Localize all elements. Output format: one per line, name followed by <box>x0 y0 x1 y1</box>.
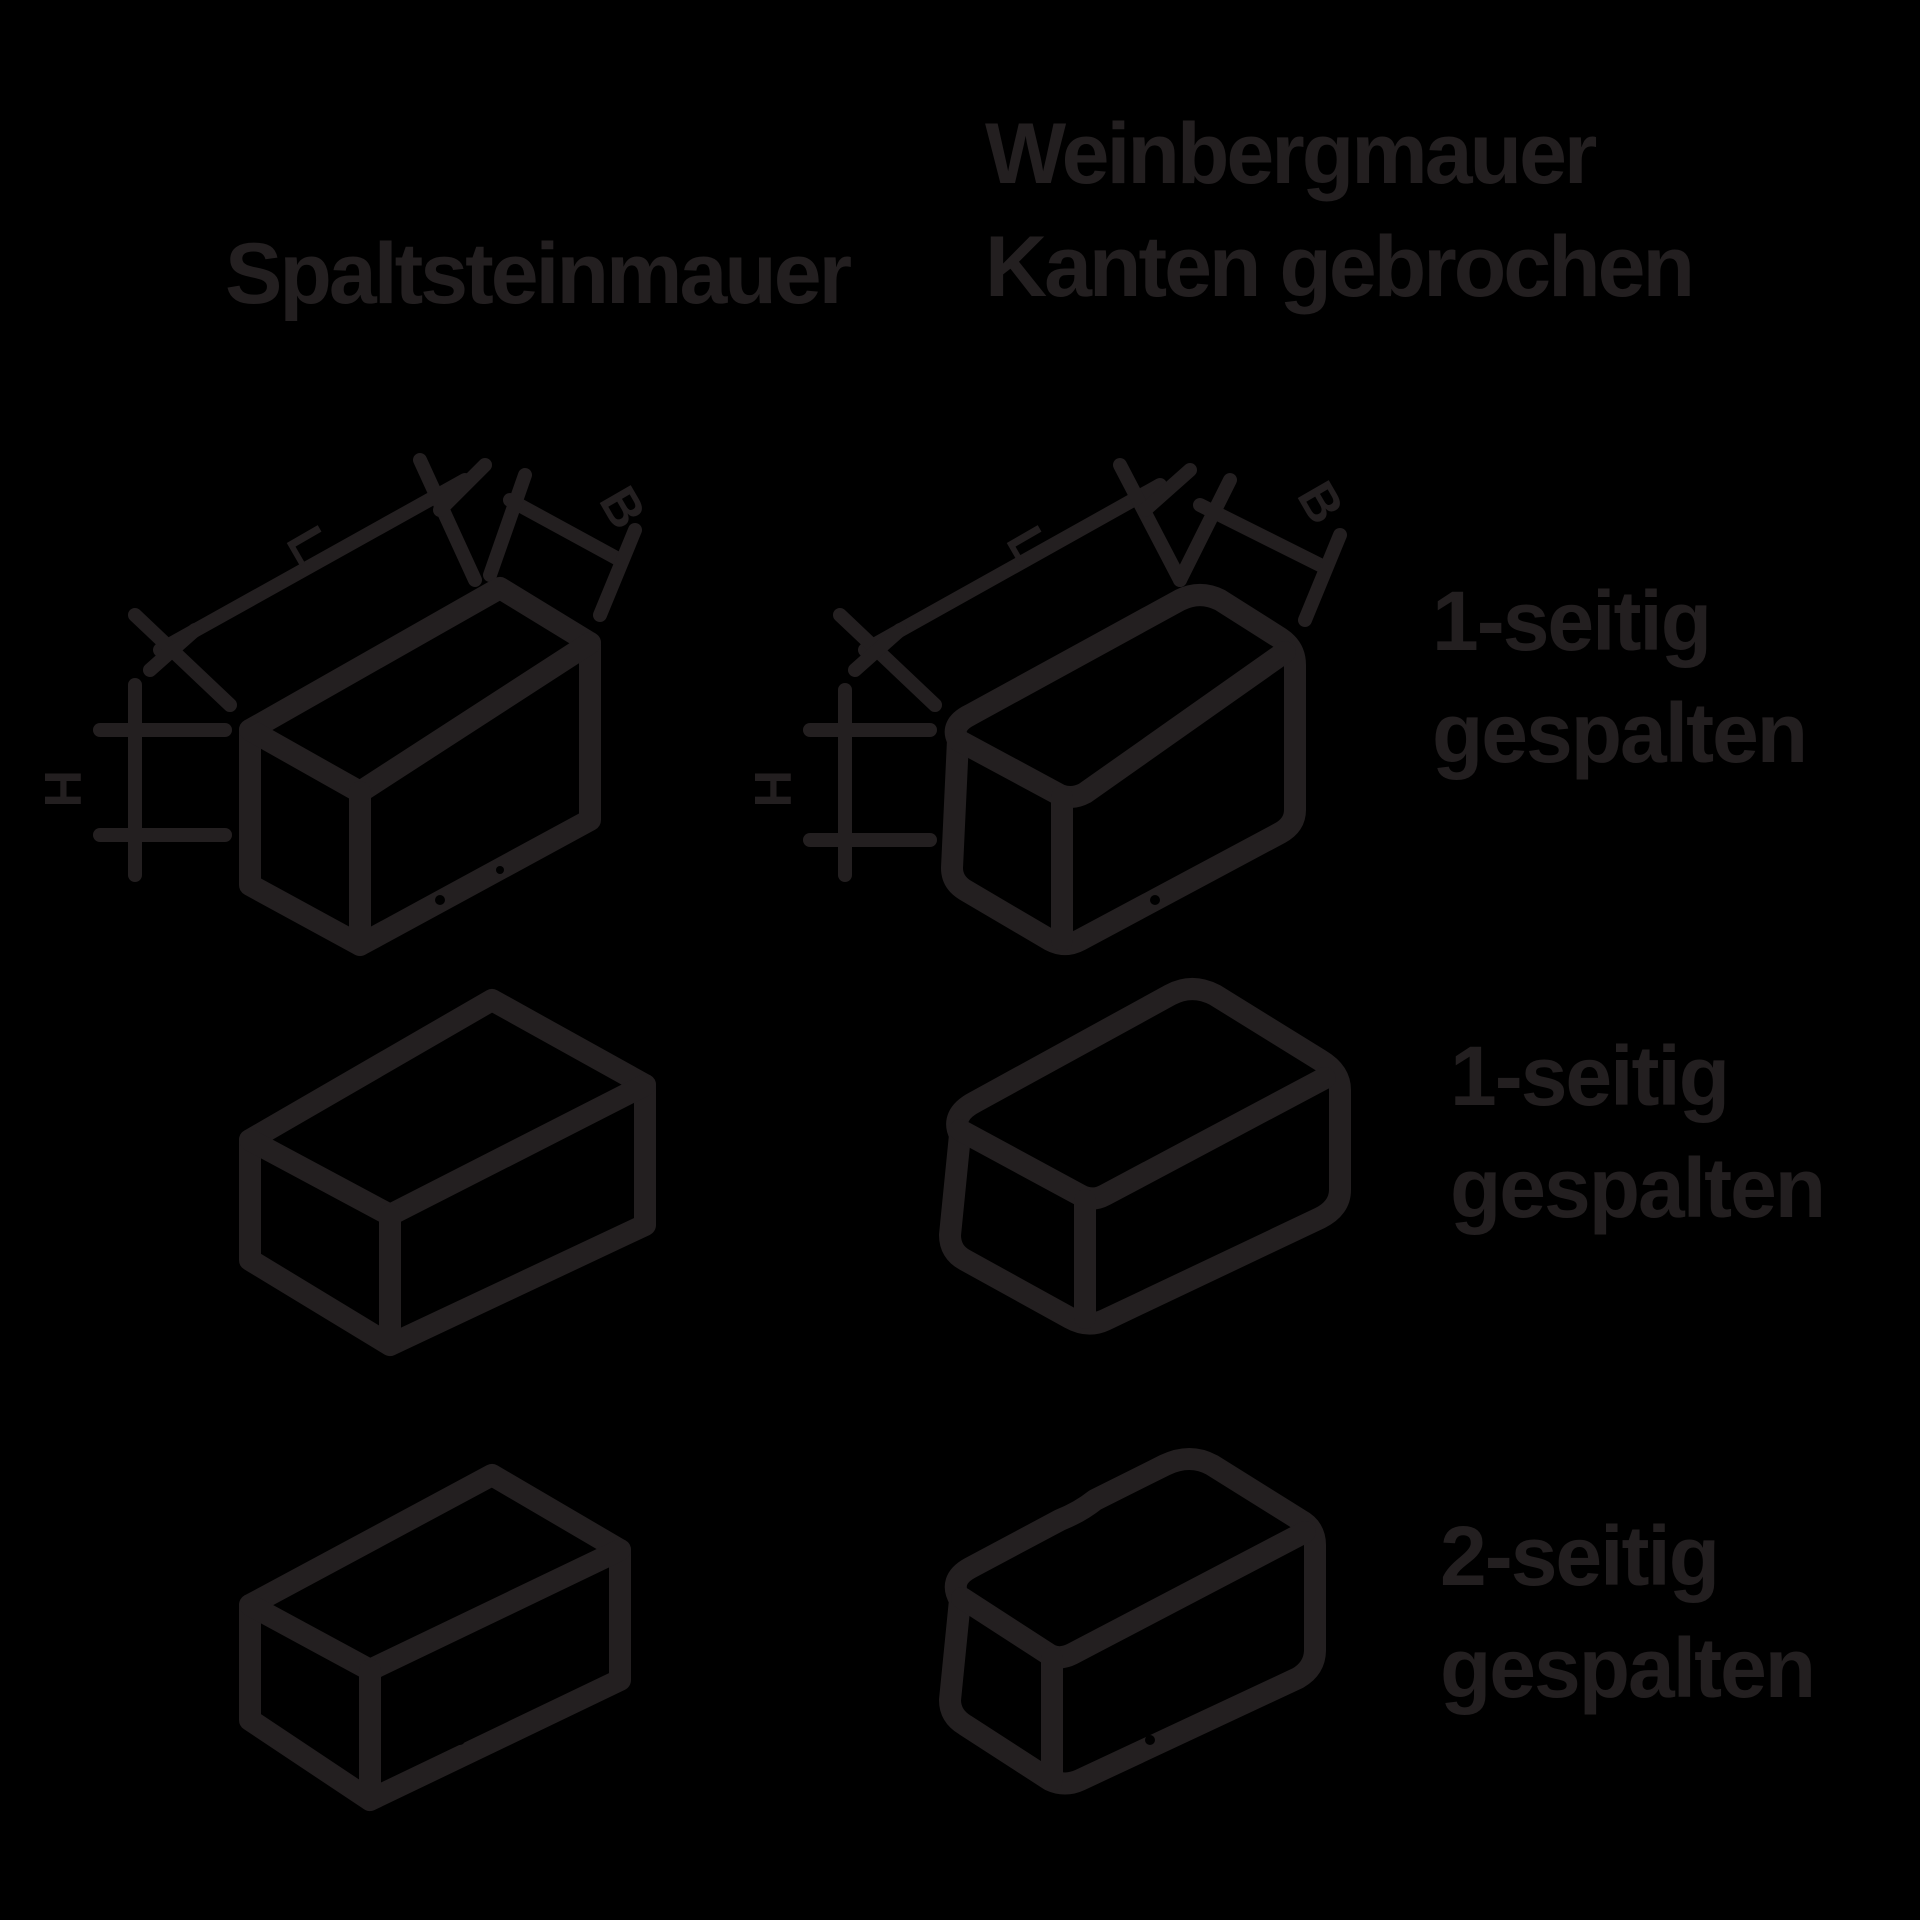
heading-spaltsteinmauer: Spaltsteinmauer <box>225 226 852 322</box>
vineyard-brick-2-side-icon <box>920 1420 1340 1800</box>
row-2-label: 1-seitig gespalten <box>1450 1020 1826 1244</box>
heading-weinbergmauer: Weinbergmauer <box>985 106 1597 202</box>
dim-b-label: B <box>1286 472 1355 534</box>
dim-h-label: H <box>33 770 91 808</box>
split-stone-brick-dimensioned-icon: L B H <box>0 440 700 956</box>
heading-kanten-gebrochen: Kanten gebrochen <box>985 219 1695 315</box>
split-stone-brick-1-side-icon <box>220 960 680 1360</box>
row-1-label-line2: gespalten <box>1432 686 1808 780</box>
vineyard-brick-dimensioned-icon: L B H <box>700 440 1400 955</box>
row-1-label: 1-seitig gespalten <box>1432 565 1808 789</box>
vineyard-brick-1-side-icon <box>920 950 1380 1350</box>
split-stone-brick-2-side-icon <box>220 1440 640 1820</box>
row-3-label: 2-seitig gespalten <box>1440 1500 1816 1724</box>
dim-h-label: H <box>743 770 801 808</box>
row-1-label-line1: 1-seitig <box>1432 574 1712 668</box>
row-2-label-line1: 1-seitig <box>1450 1029 1730 1123</box>
row-2-label-line2: gespalten <box>1450 1141 1826 1235</box>
row-3-label-line1: 2-seitig <box>1440 1509 1720 1603</box>
dim-b-label: B <box>588 477 657 539</box>
row-3-label-line2: gespalten <box>1440 1621 1816 1715</box>
